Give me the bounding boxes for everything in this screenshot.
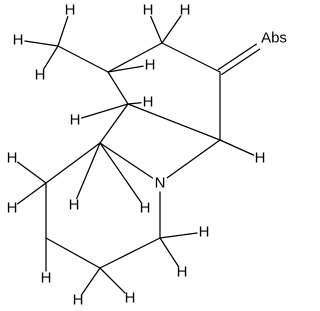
hydrogen-label-h-c7a: H — [70, 112, 81, 129]
h-bond-h_c12a — [76, 142, 101, 200]
bond-c5-c6 — [45, 142, 101, 184]
h-bond-h_c10a — [81, 267, 101, 295]
bond-c7-c8 — [45, 237, 101, 269]
hydrogen-label-h-c10b: H — [125, 290, 136, 307]
hydrogen-label-h-me2: H — [13, 32, 24, 49]
h-bond-h_me1 — [57, 16, 69, 47]
h-bond-h_c3b — [107, 65, 144, 73]
hydrogen-label-h-c9a: H — [7, 200, 18, 217]
hydrogen-label-h-c9b: H — [41, 270, 52, 287]
h-bond-h_c10b — [99, 267, 126, 294]
h-bond-h_c11b — [159, 232, 198, 239]
h-bond-h_c11a — [159, 237, 179, 267]
h-bond-h_c7b — [127, 102, 142, 105]
bond-br-c5 — [99, 103, 129, 144]
bond-c8-c9 — [99, 237, 161, 269]
bond-c1-br — [107, 71, 129, 105]
h-bond-h_c9a — [17, 182, 47, 205]
h-bond-h_c8 — [17, 161, 47, 184]
bond-me-c1 — [57, 45, 109, 73]
hydrogen-label-h-c11a: H — [177, 264, 188, 281]
bond-c1-c2 — [107, 42, 163, 73]
hydrogen-label-h-c12a: H — [69, 197, 80, 214]
hydrogen-label-h-c10a: H — [73, 292, 84, 309]
hydrogen-label-h-c12b: H — [140, 200, 151, 217]
hydrogen-label-h-c2: H — [143, 2, 154, 19]
hydrogen-label-h-me1: H — [65, 2, 76, 19]
hydrogen-label-h-c3a: H — [180, 2, 191, 19]
h-bond-h_me3 — [43, 45, 59, 70]
h-bond-h_c3a — [161, 15, 182, 44]
hydrogen-label-h-c7b: H — [143, 94, 154, 111]
h-bond-h_c12b — [99, 142, 142, 203]
bond-c4-n — [166, 139, 221, 179]
h-bond-h_c2 — [150, 15, 163, 44]
bond-layer — [17, 15, 261, 295]
nitrogen-atom-label: N — [155, 175, 166, 192]
hydrogen-label-h-c3b: H — [145, 57, 156, 74]
h-bond-h_me2 — [24, 40, 59, 47]
double-bond-c3-o-2 — [217, 43, 257, 71]
hydrogen-label-h-c11b: H — [199, 224, 210, 241]
hydrogen-label-h-c8: H — [7, 150, 18, 167]
hydrogen-label-h-me3: H — [35, 67, 46, 84]
bond-c2-c3 — [161, 42, 221, 73]
bond-n-c5 — [99, 142, 154, 179]
double-bond-c3-o-1 — [221, 48, 261, 76]
h-bond-h_c6 — [219, 139, 255, 156]
oxygen-atom-label: Abs — [261, 30, 287, 47]
hydrogen-label-h-c6: H — [255, 150, 266, 167]
h-bond-h_c7a — [81, 103, 129, 119]
bond-br-c4 — [127, 103, 221, 141]
